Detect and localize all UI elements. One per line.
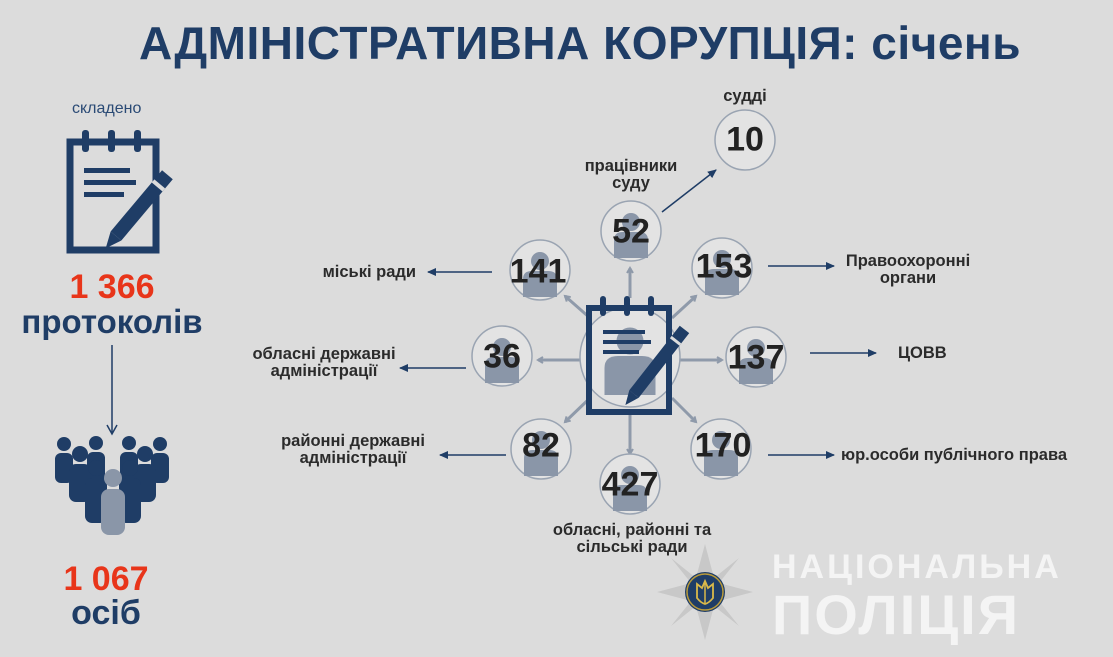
local-councils-value: 427: [601, 465, 659, 504]
logo-line2: ПОЛІЦІЯ: [772, 583, 1020, 646]
court-staff-value: 52: [612, 212, 650, 251]
judges-value: 10: [726, 120, 764, 159]
composed-label: складено: [72, 100, 142, 117]
hub-arrows: [536, 266, 724, 456]
city-councils-label: міські ради: [322, 263, 416, 281]
judges-circle: [714, 109, 776, 171]
logo-line1: НАЦІОНАЛЬНА: [772, 548, 1062, 586]
regional-admin-label: обласні державні адміністрації: [252, 345, 396, 380]
down-arrow-icon: [106, 345, 118, 436]
law-enforcement-label: Правоохоронні органи: [845, 252, 971, 287]
persons-count: 1 067: [63, 560, 149, 598]
district-admin-value: 82: [522, 426, 560, 465]
public-law-label: юр.особи публічного права: [841, 446, 1068, 464]
district-admin-label: районні державні адміністрації: [281, 432, 425, 467]
tsovv-label: ЦОВВ: [898, 344, 947, 362]
protocols-count: 1 366: [69, 268, 155, 306]
regional-admin-value: 36: [483, 337, 521, 376]
persons-label: осіб: [71, 594, 141, 632]
judges-label: судді: [723, 87, 767, 105]
notepad-pencil-icon: [586, 296, 690, 415]
label-arrows: [399, 169, 877, 459]
police-star-emblem-icon: [657, 544, 753, 640]
public-law-value: 170: [694, 426, 752, 465]
city-councils-value: 141: [509, 252, 567, 291]
notepad-pencil-icon: [66, 130, 173, 254]
protocols-label: протоколів: [21, 303, 203, 340]
page-title: АДМІНІСТРАТИВНА КОРУПЦІЯ: січень: [138, 17, 1021, 69]
tsovv-value: 137: [727, 338, 785, 377]
court-staff-label: працівники суду: [584, 157, 678, 192]
local-councils-label: обласні, районні та сільські ради: [552, 521, 712, 556]
people-crowd-icon: [55, 436, 169, 535]
law-enforcement-value: 153: [695, 247, 753, 286]
